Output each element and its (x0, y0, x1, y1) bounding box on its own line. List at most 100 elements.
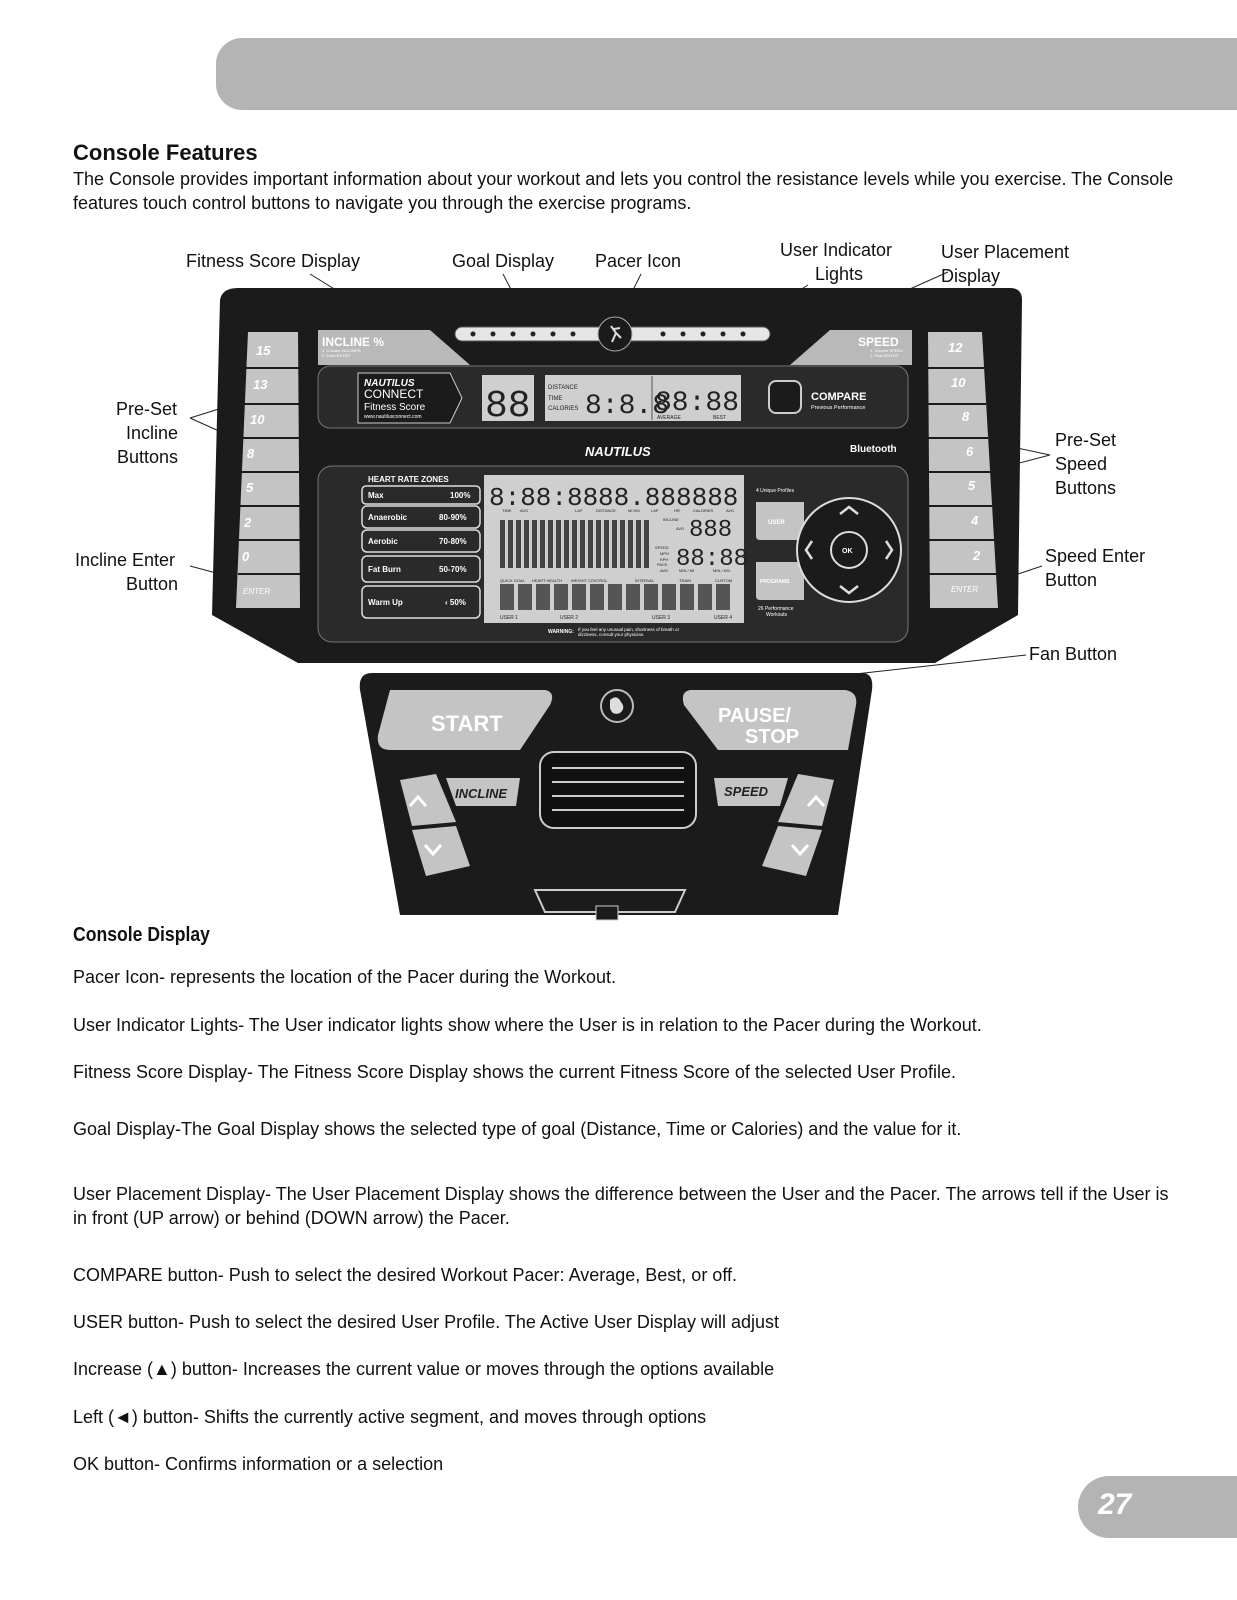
connect-line-3: Fitness Score (364, 402, 426, 413)
performance-workouts-2: Workouts (766, 612, 788, 618)
lcd-label-incline: INCLINE (663, 517, 679, 522)
lcd-user-2: USER 2 (560, 615, 578, 621)
lcd-user-1: USER 1 (500, 615, 518, 621)
lcd-time: 8:88:88 (489, 483, 598, 513)
callout-preset-incline-2: Incline (126, 423, 179, 443)
ok-button[interactable]: OK (842, 548, 853, 555)
programs-button[interactable]: PROGRAMS (760, 579, 790, 585)
speed-button-4[interactable]: 4 (970, 513, 979, 528)
desc-ok-button: OK button- Confirms information or a sel… (73, 1454, 444, 1474)
lcd-label-speed-avg: AVG (660, 568, 668, 573)
header-bar (216, 38, 1237, 110)
lcd-label-pace: PACE (657, 562, 668, 567)
lcd-label-time: TIME (502, 508, 512, 513)
callout-preset-speed-1: Pre-Set (1055, 430, 1117, 450)
goal-label-distance: DISTANCE (548, 385, 578, 391)
lcd-program-custom: CUSTOM (715, 578, 732, 583)
unique-profiles-label: 4 Unique Profiles (756, 488, 795, 494)
best-label: BEST (713, 415, 726, 421)
user-button[interactable]: USER (768, 520, 785, 526)
connect-line-2: CONNECT (364, 387, 424, 401)
lcd-label-hr: HR (674, 508, 680, 513)
lcd-label-kph: KPH (660, 557, 668, 562)
placement-digits: 88:88 (655, 388, 739, 419)
intro-paragraph: The Console provides important informati… (73, 169, 1174, 213)
speed-title: SPEED (858, 335, 899, 349)
callout-preset-speed-3: Buttons (1055, 478, 1117, 498)
callout-user-placement-2: Display (941, 266, 1001, 286)
pause-stop-button-2[interactable]: STOP (745, 726, 799, 748)
lcd-label-calories: CALORIES (693, 508, 714, 513)
lcd-label-speed: SPEED (655, 545, 669, 550)
callout-goal-display: Goal Display (452, 251, 555, 271)
speed-steps-1: 1. Choose SPEED (870, 348, 903, 353)
speed-button-5[interactable]: 5 (968, 478, 976, 493)
incline-enter-button[interactable]: ENTER (243, 587, 270, 596)
hr-zone-anaerobic-name: Anaerobic (368, 513, 408, 522)
speed-button-12[interactable]: 12 (948, 340, 963, 355)
callout-fan-button: Fan Button (1029, 644, 1118, 664)
incline-button-5[interactable]: 5 (246, 480, 254, 495)
incline-button-13[interactable]: 13 (253, 377, 268, 392)
incline-button-15[interactable]: 15 (256, 343, 271, 358)
speed-arrows-label: SPEED (724, 784, 769, 799)
callout-user-placement-1: User Placement (941, 242, 1070, 262)
callout-fitness-score: Fitness Score Display (186, 251, 361, 271)
incline-button-0[interactable]: 0 (242, 549, 250, 564)
callout-preset-incline-1: Pre-Set (116, 399, 178, 419)
warning-text: If you feel any unusual pain, shortness … (578, 627, 680, 637)
callout-incline-enter-2: Button (126, 574, 179, 594)
lcd-speed: 88:88 (676, 546, 748, 573)
desc-pacer-icon: Pacer Icon- represents the location of t… (73, 967, 616, 987)
warning-label: WARNING: (548, 629, 574, 635)
hr-zone-fatburn-value: 50-70% (439, 565, 467, 574)
lcd-program-weight-control: WEIGHT CONTROL (571, 578, 608, 583)
lcd-user-4: USER 4 (714, 615, 732, 621)
speed-steps-2: 2. Push ENTER (870, 353, 898, 358)
callout-user-indicator-1: User Indicator (780, 240, 893, 260)
incline-button-2[interactable]: 2 (243, 515, 252, 530)
incline-steps-1: 1. Choose INCLINE% (322, 348, 361, 353)
lcd-program-interval: INTERVAL (635, 578, 655, 583)
average-label: AVERAGE (657, 415, 681, 421)
hr-zone-warmup-value: ‹ 50% (445, 598, 466, 607)
hr-zone-anaerobic-value: 80-90% (439, 513, 467, 522)
lcd-distance: 88.88 (598, 483, 676, 513)
speed-button-10[interactable]: 10 (951, 375, 966, 390)
connect-url: www.nautilusconnect.com (364, 414, 422, 420)
lcd-label-distance: DISTANCE (596, 508, 616, 513)
desc-compare-button: COMPARE button- Push to select the desir… (73, 1265, 737, 1285)
speed-enter-button[interactable]: ENTER (951, 585, 978, 594)
section-title: Console Features (73, 140, 258, 165)
lcd-calories: 8888 (676, 483, 738, 513)
compare-button[interactable]: COMPARE (811, 391, 866, 403)
hr-zones-title: HEART RATE ZONES (368, 475, 449, 484)
lcd-label-incline-avg: AVG (676, 526, 684, 531)
callout-pacer-icon: Pacer Icon (595, 251, 682, 271)
goal-digits: 8:8.8 (585, 391, 669, 422)
fitness-score-digits: 88 (485, 385, 531, 428)
pause-stop-button-1[interactable]: PAUSE/ (718, 705, 791, 727)
lcd-incline: 888 (689, 517, 732, 544)
connect-line-1: NAUTILUS (364, 378, 415, 389)
incline-button-10[interactable]: 10 (250, 412, 265, 427)
bluetooth-label: Bluetooth (850, 444, 897, 455)
incline-steps-2: 2. Push ENTER (322, 353, 350, 358)
start-button[interactable]: START (431, 711, 503, 736)
callout-preset-speed-2: Speed (1055, 454, 1108, 474)
hr-zone-fatburn-name: Fat Burn (368, 565, 401, 574)
desc-increase-button: Increase (▲) button- Increases the curre… (73, 1359, 775, 1379)
desc-user-placement: User Placement Display- The User Placeme… (73, 1184, 1169, 1228)
speed-button-2[interactable]: 2 (972, 548, 981, 563)
lcd-label-mikm: MI KM (628, 508, 640, 513)
speed-button-6[interactable]: 6 (966, 444, 974, 459)
speed-button-8[interactable]: 8 (962, 409, 970, 424)
lcd-label-avg-2: AVG (726, 508, 734, 513)
compare-subtitle: Previous Performance (811, 405, 865, 411)
lcd-label-lap: LAP (575, 508, 583, 513)
desc-left-button: Left (◄) button- Shifts the currently ac… (73, 1407, 707, 1427)
callout-user-indicator-2: Lights (815, 264, 864, 284)
incline-button-8[interactable]: 8 (247, 446, 255, 461)
lcd-user-3: USER 3 (652, 615, 670, 621)
lcd-program-quick-goal: QUICK GOAL (500, 578, 526, 583)
